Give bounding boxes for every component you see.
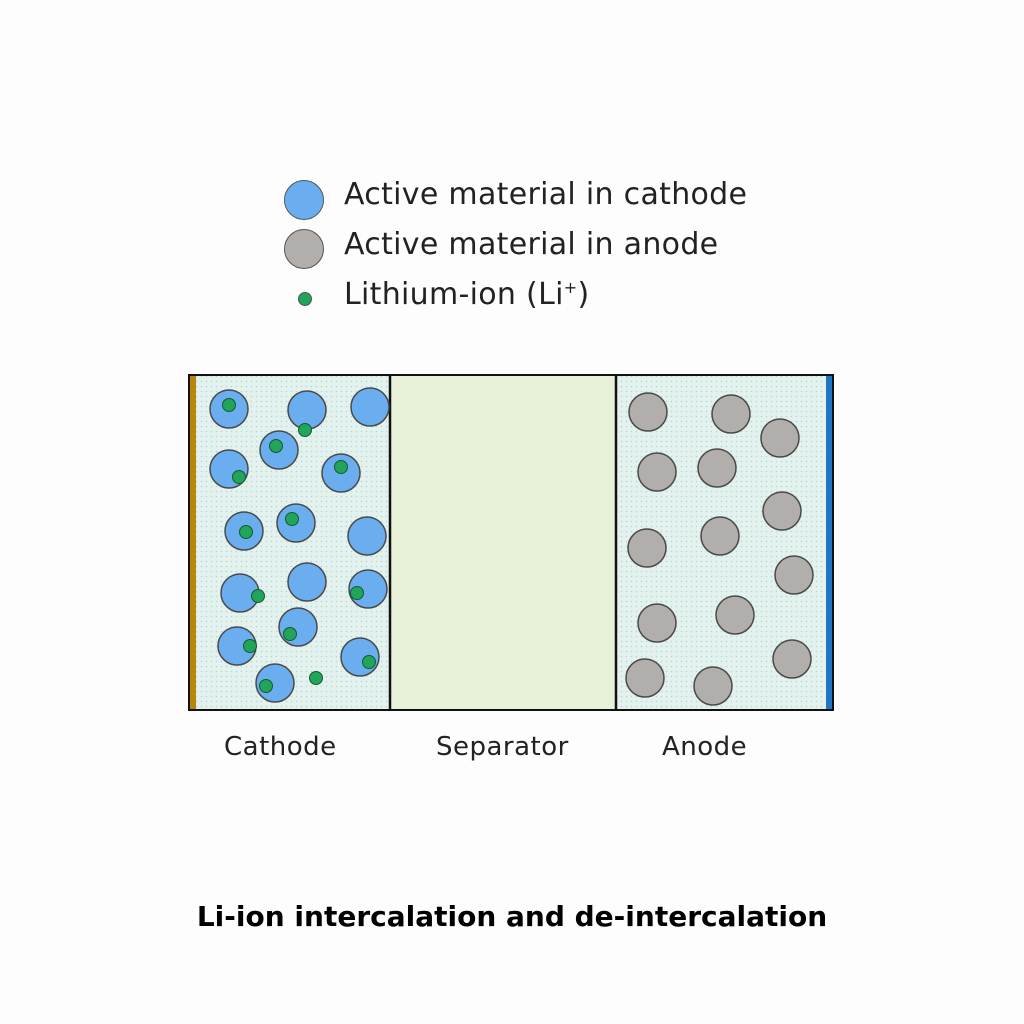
lithium-ion	[283, 627, 297, 641]
diagram-title: Li-ion intercalation and de-intercalatio…	[196, 900, 828, 933]
anode-particle	[762, 491, 802, 531]
separator-region	[390, 375, 616, 710]
lithium-ion	[243, 639, 257, 653]
cathode-particle	[287, 562, 327, 602]
anode-particle	[693, 666, 733, 706]
lithium-ion	[350, 586, 364, 600]
anode-label: Anode	[662, 732, 748, 762]
anode-particle	[700, 516, 740, 556]
lithium-ion	[232, 470, 246, 484]
anode-particle	[711, 394, 751, 434]
lithium-ion	[285, 512, 299, 526]
cathode-particle	[350, 387, 390, 427]
anode-particle	[774, 555, 814, 595]
legend-label: Active material in cathode	[344, 177, 748, 212]
anode-particle	[628, 392, 668, 432]
legend-label: Lithium-ion (Li+)	[344, 277, 590, 312]
legend: Active material in cathode Active materi…	[282, 172, 842, 322]
legend-item-anode: Active material in anode	[282, 222, 842, 272]
cathode-current-collector	[189, 375, 196, 710]
legend-item-cathode: Active material in cathode	[282, 172, 842, 222]
anode-particle-icon	[284, 229, 324, 269]
lithium-ion	[222, 398, 236, 412]
cell-outline	[188, 374, 834, 711]
lithium-ion	[269, 439, 283, 453]
cathode-particle	[278, 607, 318, 647]
anode-particle	[772, 639, 812, 679]
anode-current-collector	[826, 375, 833, 710]
anode-particle	[637, 452, 677, 492]
anode-particle	[697, 448, 737, 488]
anode-particle	[637, 603, 677, 643]
separator-label: Separator	[436, 732, 569, 762]
lithium-ion	[298, 423, 312, 437]
anode-particle	[627, 528, 667, 568]
lithium-ion	[309, 671, 323, 685]
lithium-ion	[362, 655, 376, 669]
legend-label: Active material in anode	[344, 227, 719, 262]
lithium-ion	[239, 525, 253, 539]
anode-particle	[760, 418, 800, 458]
lithium-ion	[334, 460, 348, 474]
anode-particle	[625, 658, 665, 698]
lithium-ion	[251, 589, 265, 603]
lithium-ion	[259, 679, 273, 693]
legend-item-lithium: Lithium-ion (Li+)	[282, 272, 842, 322]
cathode-label: Cathode	[224, 732, 337, 762]
cathode-particle	[347, 516, 387, 556]
lithium-ion-icon	[298, 292, 312, 306]
cathode-particle-icon	[284, 180, 324, 220]
anode-particle	[715, 595, 755, 635]
